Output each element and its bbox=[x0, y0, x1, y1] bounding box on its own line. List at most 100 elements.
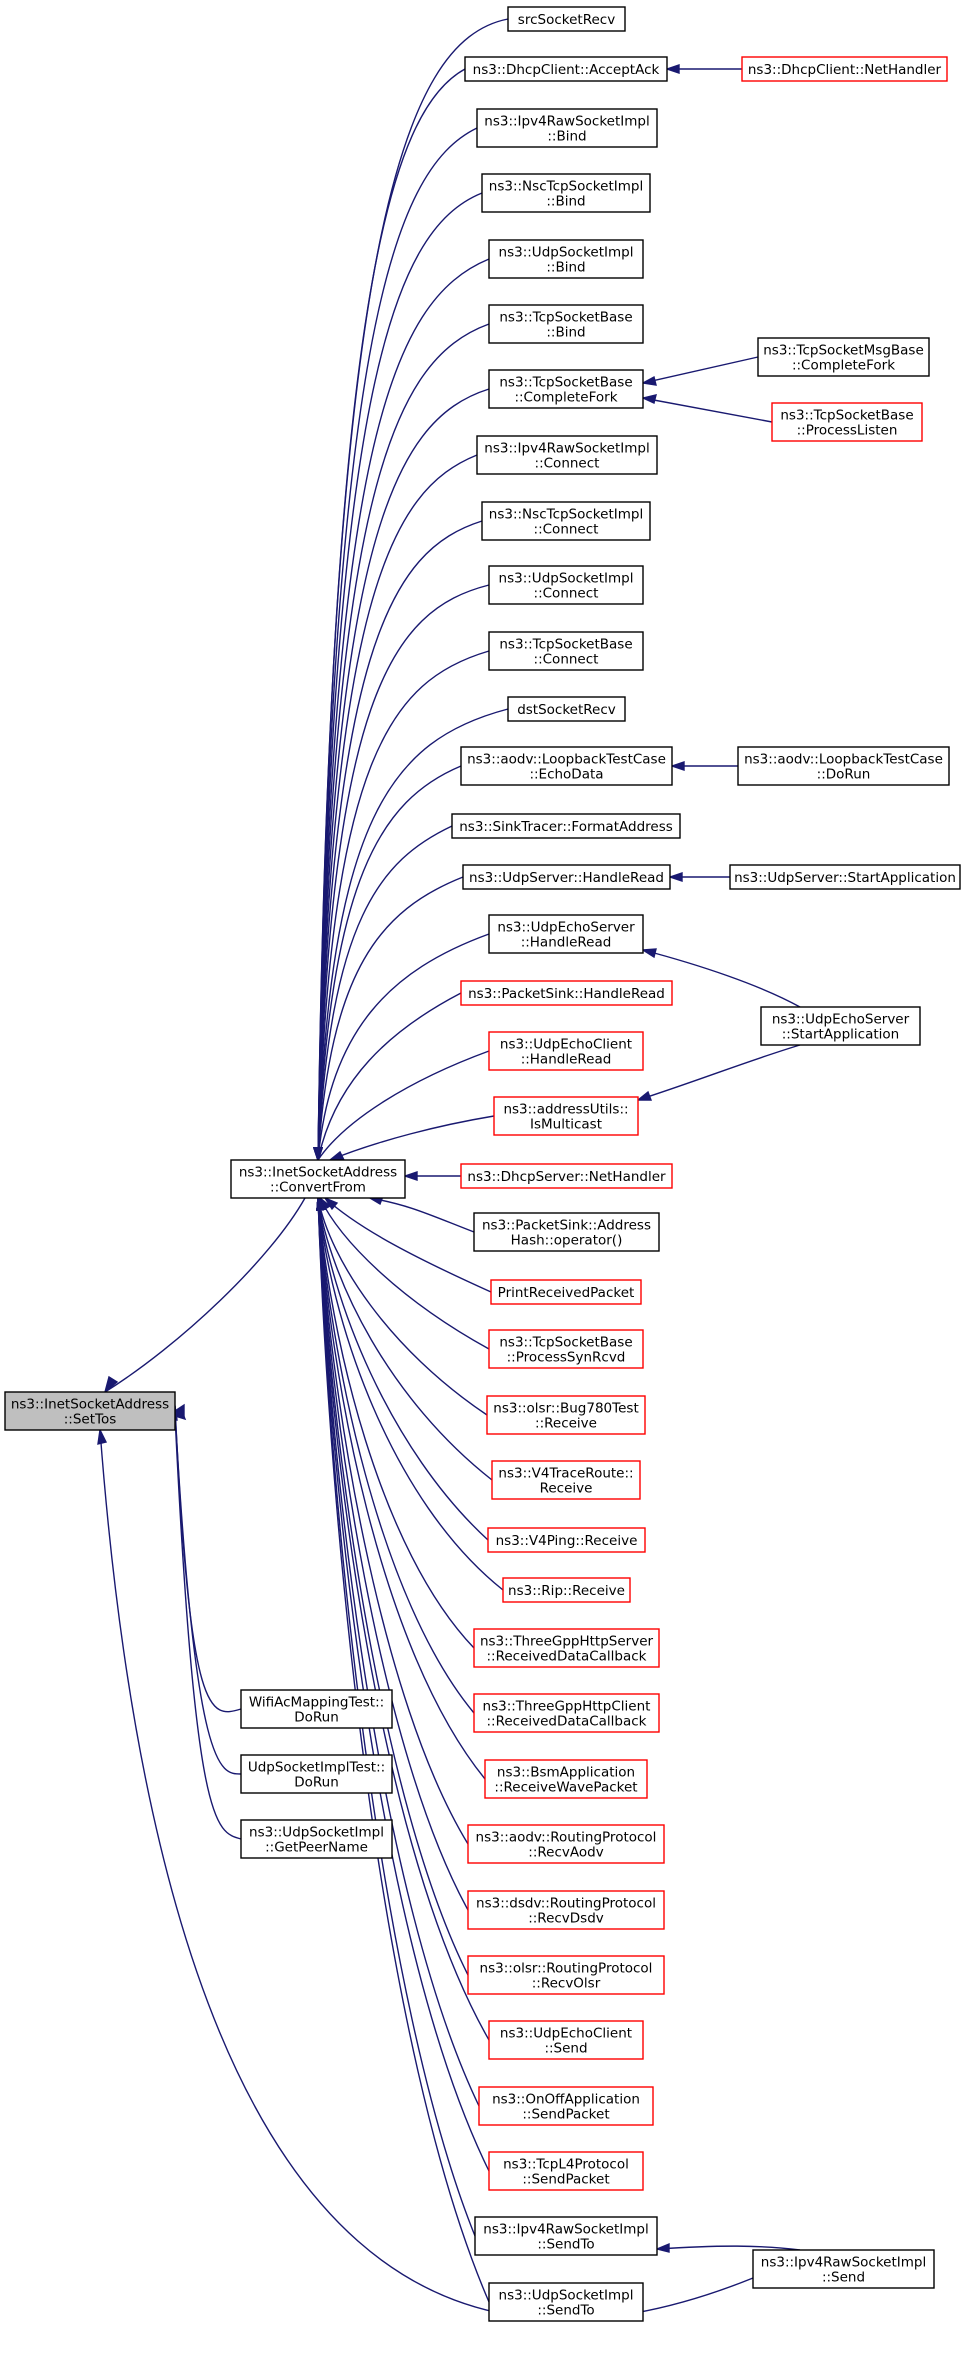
node-convertfrom[interactable]: ns3::InetSocketAddress::ConvertFrom bbox=[230, 1159, 406, 1199]
node-echoclienthandle[interactable]: ns3::UdpEchoClient::HandleRead bbox=[488, 1031, 644, 1071]
node-label: ::SendPacket bbox=[522, 2107, 609, 2123]
edge-udpserverstart-to-udpserverhandle bbox=[667, 872, 730, 882]
node-dhcpaccept[interactable]: ns3::DhcpClient::AcceptAck bbox=[464, 56, 668, 82]
node-completefork[interactable]: ns3::TcpSocketBase::CompleteFork bbox=[488, 369, 644, 409]
edge-loopbackdorun-to-echodata bbox=[669, 761, 738, 771]
edge-line bbox=[317, 1197, 489, 1541]
node-label: ns3::TcpSocketBase bbox=[499, 310, 632, 326]
node-bug780[interactable]: ns3::olsr::Bug780Test::Receive bbox=[486, 1395, 646, 1435]
node-ipv4rawconnect[interactable]: ns3::Ipv4RawSocketImpl::Connect bbox=[476, 435, 658, 475]
edge-bug780-to-convertfrom bbox=[316, 1195, 488, 1416]
node-dhcpservernet[interactable]: ns3::DhcpServer::NetHandler bbox=[460, 1163, 673, 1189]
node-bsm[interactable]: ns3::BsmApplication::ReceiveWavePacket bbox=[484, 1759, 648, 1799]
node-box bbox=[752, 2249, 935, 2289]
node-udpserverhandle[interactable]: ns3::UdpServer::HandleRead bbox=[462, 864, 671, 890]
node-formataddress[interactable]: ns3::SinkTracer::FormatAddress bbox=[451, 813, 681, 839]
node-box bbox=[488, 914, 644, 954]
node-v4ping[interactable]: ns3::V4Ping::Receive bbox=[487, 1527, 646, 1553]
node-label: ::Connect bbox=[534, 652, 599, 668]
node-settos[interactable]: ns3::InetSocketAddress::SetTos bbox=[4, 1391, 176, 1431]
edge-ipv4rawconnect-to-convertfrom bbox=[313, 454, 478, 1163]
node-ismulticast[interactable]: ns3::addressUtils::IsMulticast bbox=[493, 1096, 639, 1136]
node-ipv4rawbind[interactable]: ns3::Ipv4RawSocketImpl::Bind bbox=[476, 108, 658, 148]
node-label: ::ProcessListen bbox=[797, 423, 898, 439]
node-box bbox=[488, 2020, 644, 2060]
node-echodata[interactable]: ns3::aodv::LoopbackTestCase::EchoData bbox=[460, 746, 673, 786]
node-udpimpltest[interactable]: UdpSocketImplTest::DoRun bbox=[240, 1754, 393, 1794]
node-label: ::Bind bbox=[546, 194, 585, 210]
node-msgbasefork[interactable]: ns3::TcpSocketMsgBase::CompleteFork bbox=[757, 337, 930, 377]
node-label: ::SendPacket bbox=[522, 2172, 609, 2188]
node-label: ns3::PacketSink::HandleRead bbox=[468, 986, 665, 1002]
node-loopbackdorun[interactable]: ns3::aodv::LoopbackTestCase::DoRun bbox=[737, 746, 950, 786]
node-httpclient[interactable]: ns3::ThreeGppHttpClient::ReceivedDataCal… bbox=[473, 1693, 660, 1733]
edge-echodata-to-convertfrom bbox=[313, 765, 462, 1163]
edge-line bbox=[317, 1197, 469, 1911]
node-label: srcSocketRecv bbox=[518, 12, 615, 28]
edge-line bbox=[317, 68, 466, 1161]
node-ipv4rawsend[interactable]: ns3::Ipv4RawSocketImpl::Send bbox=[752, 2249, 935, 2289]
node-label: ::StartApplication bbox=[782, 1027, 900, 1043]
node-echoserverstart[interactable]: ns3::UdpEchoServer::StartApplication bbox=[760, 1006, 921, 1046]
node-udpsendto[interactable]: ns3::UdpSocketImpl::SendTo bbox=[488, 2282, 644, 2322]
node-label: ns3::SinkTracer::FormatAddress bbox=[459, 819, 673, 835]
node-printreceived[interactable]: PrintReceivedPacket bbox=[490, 1279, 642, 1305]
edge-line bbox=[317, 1197, 488, 1416]
edge-line bbox=[317, 1050, 490, 1161]
edge-echoclienthandle-to-convertfrom bbox=[313, 1050, 490, 1163]
node-label: ns3::UdpEchoServer bbox=[772, 1012, 910, 1028]
node-nscconnect[interactable]: ns3::NscTcpSocketImpl::Connect bbox=[481, 501, 651, 541]
node-label: ns3::DhcpServer::NetHandler bbox=[467, 1169, 666, 1185]
node-label: ns3::V4Ping::Receive bbox=[496, 1533, 638, 1549]
node-getpeername[interactable]: ns3::UdpSocketImpl::GetPeerName bbox=[240, 1819, 393, 1859]
edge-line bbox=[317, 765, 462, 1161]
node-label: WifiAcMappingTest:: bbox=[249, 1695, 384, 1711]
edge-line bbox=[317, 258, 490, 1161]
node-label: ::EchoData bbox=[529, 767, 603, 783]
node-tcpbind[interactable]: ns3::TcpSocketBase::Bind bbox=[488, 304, 644, 344]
edge-line bbox=[656, 2245, 801, 2251]
node-v4traceroute[interactable]: ns3::V4TraceRoute::Receive bbox=[491, 1460, 641, 1500]
node-processlisten[interactable]: ns3::TcpSocketBase::ProcessListen bbox=[771, 402, 923, 442]
node-udpbind[interactable]: ns3::UdpSocketImpl::Bind bbox=[488, 239, 644, 279]
node-label: ns3::Ipv4RawSocketImpl bbox=[484, 114, 649, 130]
node-udpconnect[interactable]: ns3::UdpSocketImpl::Connect bbox=[488, 565, 644, 605]
edge-tcpconnect-to-convertfrom bbox=[313, 650, 490, 1163]
edge-nscbind-to-convertfrom bbox=[313, 192, 483, 1163]
node-box bbox=[488, 2282, 644, 2322]
node-box bbox=[488, 1329, 644, 1369]
node-box bbox=[741, 56, 948, 82]
node-recvdsdv[interactable]: ns3::dsdv::RoutingProtocol::RecvDsdv bbox=[467, 1890, 665, 1930]
edge-line bbox=[317, 1197, 493, 1481]
edge-msgbasefork-to-completefork bbox=[640, 356, 759, 386]
node-label: ns3::UdpEchoClient bbox=[500, 1037, 632, 1053]
node-box bbox=[488, 2151, 644, 2191]
node-srcsocketrecv[interactable]: srcSocketRecv bbox=[507, 6, 626, 32]
node-httpserver[interactable]: ns3::ThreeGppHttpServer::ReceivedDataCal… bbox=[473, 1628, 660, 1668]
arrowhead bbox=[402, 1171, 418, 1181]
node-tcpconnect[interactable]: ns3::TcpSocketBase::Connect bbox=[488, 631, 644, 671]
node-label: IsMulticast bbox=[530, 1117, 602, 1133]
node-label: ns3::DhcpClient::NetHandler bbox=[748, 62, 942, 78]
node-nscbind[interactable]: ns3::NscTcpSocketImpl::Bind bbox=[481, 173, 651, 213]
node-recvolsr[interactable]: ns3::olsr::RoutingProtocol::RecvOlsr bbox=[467, 1955, 665, 1995]
node-dstsocketrecv[interactable]: dstSocketRecv bbox=[507, 696, 626, 722]
node-processsynrcvd[interactable]: ns3::TcpSocketBase::ProcessSynRcvd bbox=[488, 1329, 644, 1369]
node-wifiac[interactable]: WifiAcMappingTest::DoRun bbox=[240, 1689, 393, 1729]
node-packetsinkhandle[interactable]: ns3::PacketSink::HandleRead bbox=[460, 980, 673, 1006]
node-echoclientsend[interactable]: ns3::UdpEchoClient::Send bbox=[488, 2020, 644, 2060]
edge-line bbox=[324, 1197, 492, 1293]
node-onoffsend[interactable]: ns3::OnOffApplication::SendPacket bbox=[478, 2086, 654, 2126]
node-label: ns3::PacketSink::Address bbox=[482, 1218, 651, 1234]
node-label: ns3::V4TraceRoute:: bbox=[498, 1466, 633, 1482]
node-rip[interactable]: ns3::Rip::Receive bbox=[502, 1577, 631, 1603]
edge-line bbox=[317, 1197, 490, 2041]
node-label: Receive bbox=[540, 1481, 593, 1497]
node-echoserverhandle[interactable]: ns3::UdpEchoServer::HandleRead bbox=[488, 914, 644, 954]
node-ipv4rawsendto[interactable]: ns3::Ipv4RawSocketImpl::SendTo bbox=[474, 2216, 658, 2256]
node-recvaodv[interactable]: ns3::aodv::RoutingProtocol::RecvAodv bbox=[467, 1824, 665, 1864]
node-dhcpnethandler[interactable]: ns3::DhcpClient::NetHandler bbox=[741, 56, 948, 82]
node-udpserverstart[interactable]: ns3::UdpServer::StartApplication bbox=[729, 864, 961, 890]
node-tcpl4send[interactable]: ns3::TcpL4Protocol::SendPacket bbox=[488, 2151, 644, 2191]
